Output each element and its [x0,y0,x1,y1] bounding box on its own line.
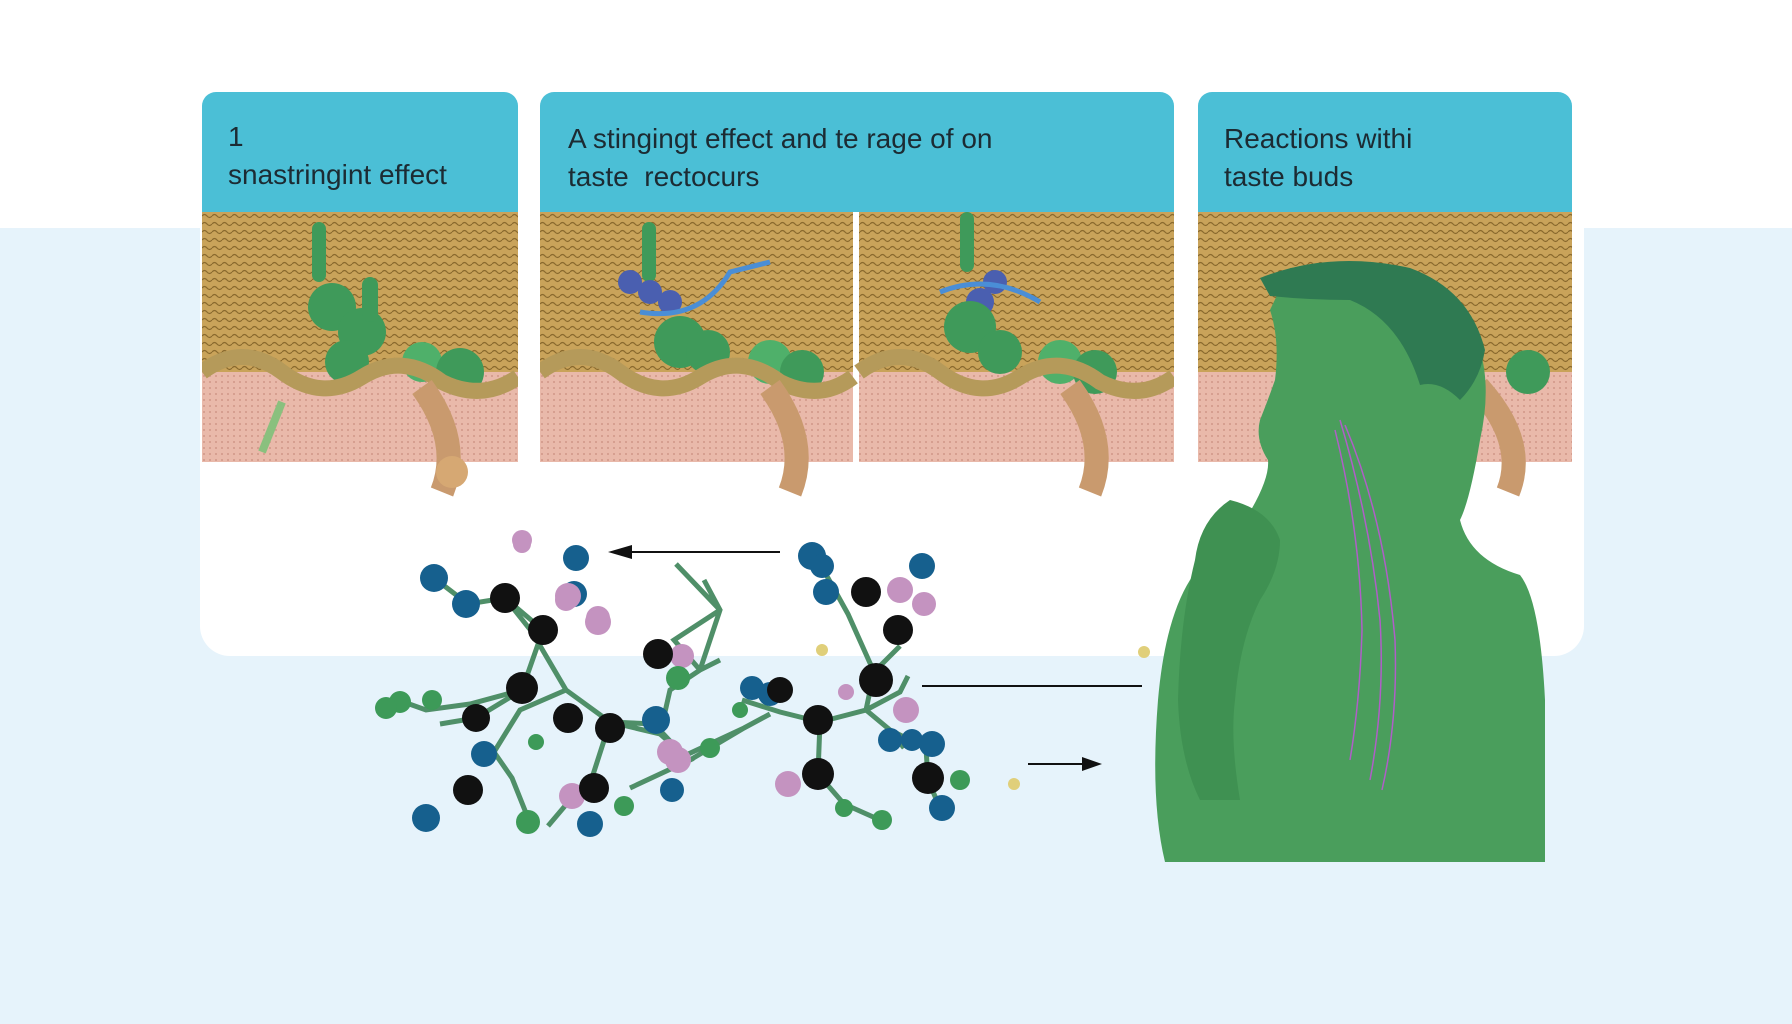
panel-header: A stingingt effect and te rage of on tas… [540,92,1174,212]
panel-stinging-effect: A stingingt effect and te rage of on tas… [540,92,1174,512]
membrane-illustration [202,212,518,512]
panel-title: 1 snastringint effect [228,121,447,190]
panel-header: 1 snastringint effect [202,92,518,212]
left-arrow-icon [608,545,780,559]
panel-astringent-effect: 1 snastringint effect [202,92,518,512]
panel-title: Reactions withi taste buds [1224,123,1413,192]
person-figure [1155,260,1545,863]
panel-header: Reactions withi taste buds [1198,92,1572,212]
membrane-illustration [540,212,1174,512]
right-arrow-icon [1028,757,1102,771]
membrane-protein [202,222,518,497]
molecule-atoms [375,530,1150,837]
protein-ligand-complex [540,212,1174,497]
panel-title: A stingingt effect and te rage of on tas… [568,123,993,192]
